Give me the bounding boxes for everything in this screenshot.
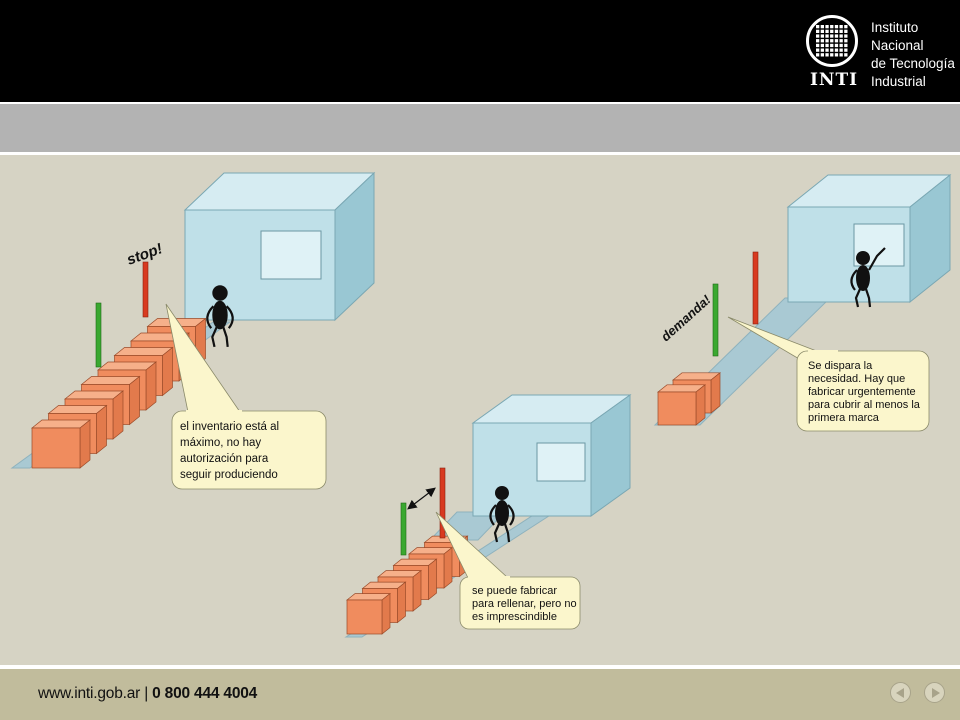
gap-arrow (407, 487, 436, 510)
worker-figure (206, 285, 234, 348)
website-link[interactable]: www.inti.gob.ar (38, 685, 141, 702)
callout-line: necesidad. Hay que (808, 373, 905, 385)
kanban-diagram: stop! el inventario está al máximo, no h… (10, 171, 952, 638)
inventory-box (346, 592, 391, 635)
callout-bubble: el inventario está al máximo, no hay aut… (165, 303, 327, 490)
inventory-boxes (346, 535, 469, 635)
org-name-line: Nacional (871, 38, 924, 53)
signal-post-green (95, 302, 102, 368)
org-name: Instituto Nacional de Tecnología Industr… (871, 19, 955, 91)
callout-line: primera marca (808, 412, 880, 424)
callout-line: para rellenar, pero no (472, 598, 577, 610)
callout-line: es imprescindible (472, 611, 557, 623)
signal-post-green (712, 283, 719, 357)
logo-brand-text: INTI (809, 70, 859, 90)
prev-slide-button[interactable] (890, 682, 911, 703)
building-window (260, 230, 322, 280)
inventory-box (657, 384, 706, 426)
callout-bubble: se puede fabricar para rellenar, pero no… (435, 511, 581, 630)
signal-post-red (439, 467, 446, 539)
inti-logo-circle (806, 15, 858, 67)
scene-full-inventory: stop! el inventario está al máximo, no h… (10, 171, 376, 490)
building (183, 171, 376, 322)
callout-line: para cubrir al menos la (808, 399, 921, 411)
inventory-boxes (657, 372, 721, 426)
divider (0, 665, 960, 669)
building-window (536, 442, 586, 482)
org-name-line: Industrial (871, 74, 926, 89)
scene-demand: demanda! Se dispara la necesidad. Hay qu… (653, 173, 952, 432)
callout-line: máximo, no hay (180, 437, 261, 449)
callout-line: Se dispara la (808, 360, 873, 372)
prev-arrow-icon (896, 688, 904, 698)
logo-grid-icon (816, 25, 848, 57)
callout-line: se puede fabricar (472, 585, 557, 597)
signal-post-red (142, 261, 149, 318)
next-slide-button[interactable] (924, 682, 945, 703)
callout-line: seguir produciendo (180, 469, 278, 481)
callout-bubble: Se dispara la necesidad. Hay que fabrica… (727, 316, 930, 432)
scene-partial-inventory: se puede fabricar para rellenar, pero no… (344, 394, 632, 638)
signal-post-red (752, 251, 759, 325)
signal-post-green (400, 502, 407, 556)
worker-figure (489, 486, 515, 543)
next-arrow-icon (932, 688, 940, 698)
footer-contact: www.inti.gob.ar | 0 800 444 4004 (38, 685, 257, 703)
title-band (0, 104, 960, 152)
building (786, 173, 952, 304)
callout-line: autorización para (180, 453, 269, 465)
building (471, 394, 632, 517)
org-name-line: Instituto (871, 20, 919, 35)
org-name-line: de Tecnología (871, 56, 955, 71)
header-bar: INTI Instituto Nacional de Tecnología In… (0, 0, 960, 102)
callout-line: fabricar urgentemente (808, 386, 916, 398)
phone-number: 0 800 444 4004 (152, 685, 258, 702)
footer-bar: www.inti.gob.ar | 0 800 444 4004 (0, 669, 960, 720)
inventory-boxes (31, 317, 207, 469)
divider (0, 152, 960, 155)
demanda-label: demanda! (658, 292, 714, 345)
inventory-box (31, 419, 91, 469)
slide-content: stop! el inventario está al máximo, no h… (0, 155, 960, 665)
footer-separator: | (140, 685, 153, 702)
callout-line: el inventario está al (180, 421, 279, 433)
worker-figure (850, 247, 886, 308)
